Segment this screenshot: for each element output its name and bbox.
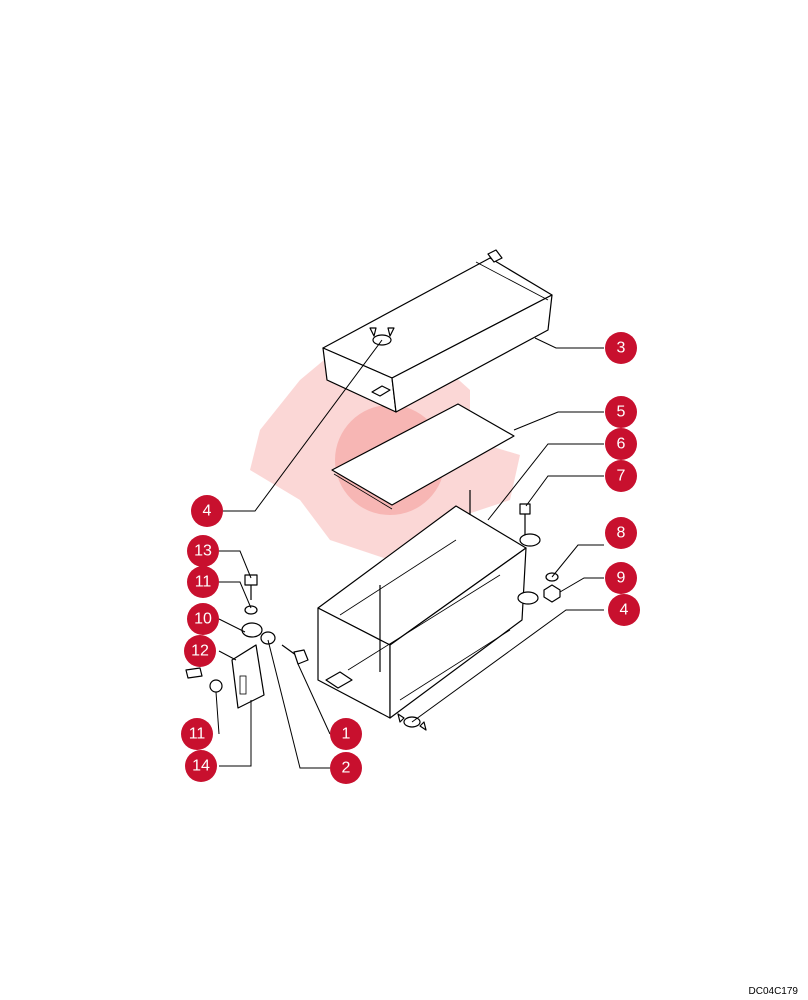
callout-3: 3 <box>605 332 637 364</box>
svg-text:2: 2 <box>342 760 351 777</box>
svg-text:9: 9 <box>617 570 626 587</box>
svg-text:6: 6 <box>617 436 626 453</box>
part-lid <box>322 249 553 413</box>
callout-9: 9 <box>605 562 637 594</box>
callout-12: 12 <box>184 635 216 667</box>
callout-2: 2 <box>330 752 362 784</box>
leader-lines <box>215 337 604 769</box>
svg-text:7: 7 <box>617 468 626 485</box>
part-bolt-7 <box>519 503 531 535</box>
callout-11-lower: 11 <box>181 718 213 750</box>
svg-text:11: 11 <box>195 574 212 591</box>
svg-text:5: 5 <box>617 404 626 421</box>
svg-text:4: 4 <box>620 602 629 619</box>
part-box-frame <box>317 490 541 719</box>
svg-text:1: 1 <box>342 726 351 743</box>
part-washer-11-top <box>244 605 258 615</box>
callout-8: 8 <box>605 517 637 549</box>
callout-7: 7 <box>605 460 637 492</box>
callout-4-upper: 4 <box>191 495 223 527</box>
svg-text:4: 4 <box>203 503 212 520</box>
svg-text:13: 13 <box>194 543 212 560</box>
part-washer-11-bottom <box>209 679 223 693</box>
svg-text:11: 11 <box>189 726 206 743</box>
svg-text:8: 8 <box>617 525 626 542</box>
callout-6: 6 <box>605 428 637 460</box>
callout-10: 10 <box>187 603 219 635</box>
part-stud <box>281 644 309 665</box>
svg-text:14: 14 <box>192 758 210 775</box>
callout-14: 14 <box>185 750 217 782</box>
callout-11-upper: 11 <box>187 566 219 598</box>
callout-13: 13 <box>187 535 219 567</box>
part-washer-nut <box>543 572 561 603</box>
svg-text:3: 3 <box>617 340 626 357</box>
part-plate <box>331 403 515 510</box>
svg-text:10: 10 <box>194 611 212 628</box>
part-bolt-13 <box>244 574 258 600</box>
part-ball-joint <box>241 622 276 645</box>
svg-text:12: 12 <box>191 643 209 660</box>
callout-1: 1 <box>330 718 362 750</box>
figure-code: DC04C179 <box>748 986 798 997</box>
part-bracket <box>185 644 265 709</box>
callout-5: 5 <box>605 396 637 428</box>
callout-4-lower: 4 <box>608 594 640 626</box>
